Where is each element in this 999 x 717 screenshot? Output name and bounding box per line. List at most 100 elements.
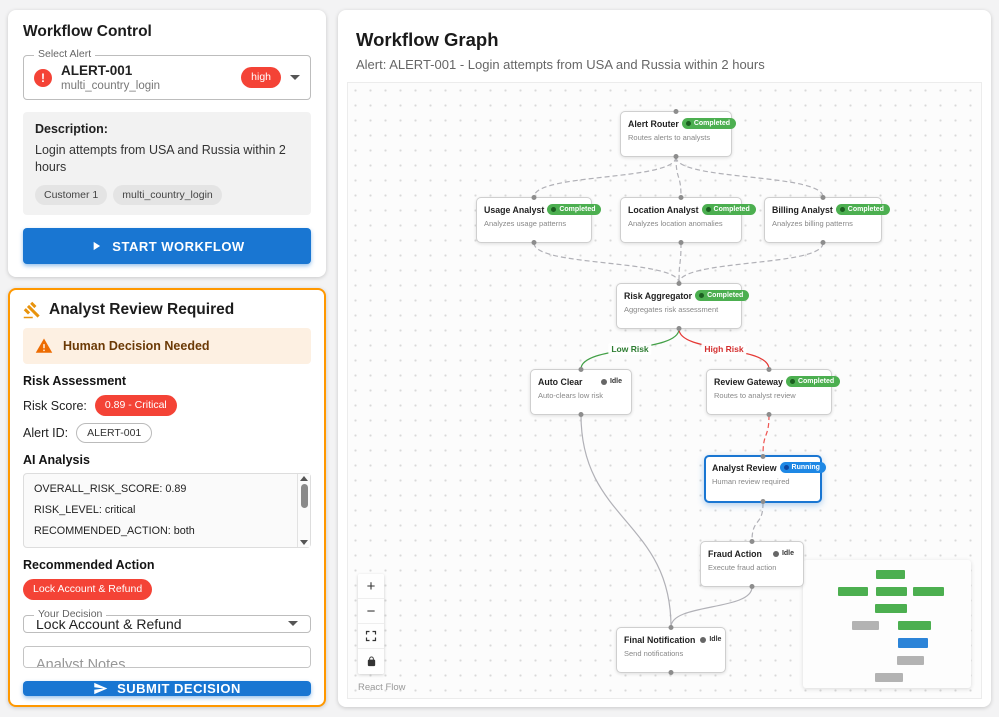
status-label: Completed [847, 206, 884, 213]
recommended-action-row: Lock Account & Refund [23, 579, 311, 600]
node-title: Risk Aggregator [624, 290, 693, 301]
status-label: Completed [693, 120, 731, 127]
minimap-node [874, 672, 904, 682]
zoom-out-button[interactable]: − [358, 599, 384, 624]
decision-select[interactable]: Your Decision Lock Account & Refund [23, 608, 311, 633]
status-dot-icon [839, 207, 845, 212]
node-subtitle: Routes to analyst review [714, 391, 796, 400]
analyst-panel-header: Analyst Review Required [23, 301, 311, 319]
alert-description-box: Description: Login attempts from USA and… [23, 112, 311, 216]
node-subtitle: Routes alerts to analysts [628, 133, 711, 142]
node-subtitle: Human review required [712, 477, 790, 486]
node-status-badge: Completed [681, 118, 737, 129]
severity-badge: high [241, 67, 281, 88]
graph-subtitle: Alert: ALERT-001 - Login attempts from U… [356, 57, 765, 72]
play-icon [93, 242, 101, 251]
graph-controls: + − [358, 574, 384, 674]
flow-edge [751, 502, 764, 542]
node-subtitle: Analyzes billing patterns [772, 219, 853, 228]
minimap[interactable] [803, 560, 971, 688]
left-column: Workflow Control Select Alert ! ALERT-00… [8, 10, 326, 707]
analyst-panel-title: Analyst Review Required [49, 301, 235, 319]
node-title: Alert Router [628, 118, 679, 129]
tag-chip[interactable]: Customer 1 [35, 184, 108, 206]
status-label: Idle [781, 550, 794, 557]
gavel-icon [23, 302, 40, 319]
workflow-graph-card: Workflow Graph Alert: ALERT-001 - Login … [338, 10, 991, 707]
react-flow-attribution[interactable]: React Flow [358, 682, 406, 693]
scroll-down-icon[interactable] [300, 540, 308, 546]
node-status-badge: Completed [835, 204, 890, 215]
zoom-in-button[interactable]: + [358, 574, 384, 599]
tag-chip[interactable]: multi_country_login [113, 184, 222, 206]
flow-edge [670, 586, 753, 628]
node-subtitle: Send notifications [624, 649, 684, 658]
minimap-node [913, 586, 944, 596]
alert-id-chip: ALERT-001 [76, 422, 153, 444]
status-dot-icon [600, 378, 607, 385]
node-subtitle: Execute fraud action [708, 563, 777, 572]
start-workflow-label: START WORKFLOW [112, 238, 245, 254]
lock-button[interactable] [358, 649, 384, 674]
fit-view-icon [365, 630, 377, 642]
minimap-node [875, 569, 905, 579]
analyst-notes-input[interactable] [23, 645, 311, 668]
description-label: Description: [35, 122, 108, 136]
submit-decision-button[interactable]: SUBMIT DECISION [23, 680, 311, 696]
start-workflow-button[interactable]: START WORKFLOW [23, 228, 311, 265]
node-title: Fraud Action [708, 548, 762, 559]
node-subtitle: Auto-clears low risk [538, 391, 604, 400]
status-dot-icon [700, 636, 707, 643]
status-dot-icon [772, 550, 779, 557]
minimap-node [838, 586, 869, 596]
send-icon [94, 682, 108, 695]
workflow-control-title: Workflow Control [23, 23, 152, 40]
flow-edge [678, 242, 682, 284]
flow-edge [533, 156, 677, 198]
minimap-node [874, 604, 908, 614]
flow-edge [678, 242, 824, 284]
status-dot-icon [705, 207, 711, 212]
status-label: Completed [707, 292, 744, 299]
flow-edge [533, 242, 680, 284]
flow-edge [675, 156, 682, 198]
scrollbar[interactable] [297, 474, 310, 548]
node-title: Usage Analyst [484, 204, 545, 215]
status-dot-icon [699, 293, 705, 298]
status-label: Completed [559, 206, 596, 213]
status-label: Idle [709, 636, 722, 643]
flow-edge [762, 414, 770, 456]
node-status-badge: Idle [771, 548, 796, 559]
minimap-node [875, 586, 908, 596]
warning-icon [35, 338, 53, 353]
scroll-up-icon[interactable] [300, 476, 308, 482]
fit-view-button[interactable] [358, 624, 384, 649]
node-subtitle: Analyzes location anomalies [628, 219, 723, 228]
alert-option: ALERT-001 multi_country_login [61, 63, 232, 92]
alert-select[interactable]: Select Alert ! ALERT-001 multi_country_l… [23, 48, 311, 100]
analysis-line: RISK_LEVEL: critical [34, 504, 136, 517]
status-label: Running [791, 464, 820, 471]
recommended-action-label: Recommended Action [23, 558, 155, 573]
workflow-control-card: Workflow Control Select Alert ! ALERT-00… [8, 10, 326, 278]
minimap-node [898, 621, 931, 631]
node-title: Analyst Review [712, 462, 777, 473]
scrollbar-thumb[interactable] [300, 484, 308, 509]
minimap-node [852, 621, 879, 631]
lock-icon [367, 656, 375, 667]
analysis-line: OVERALL_RISK_SCORE: 0.89 [34, 483, 187, 496]
